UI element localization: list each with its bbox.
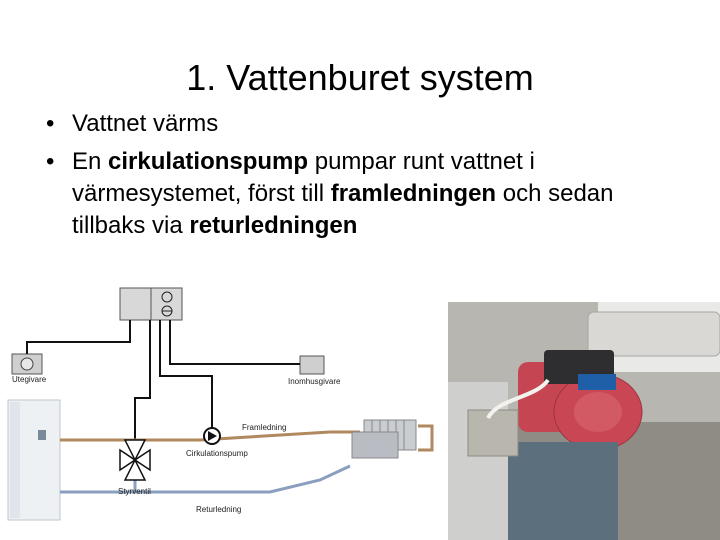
label-styrventil: Styrventil: [118, 487, 151, 496]
heating-system-diagram: Utegivare Inomhusgivare Framledning Retu…: [7, 287, 434, 521]
bullet-part: pumpar runt vattnet i värmesystemet, för…: [72, 148, 535, 207]
label-returledning: Returledning: [196, 505, 241, 514]
bullet-text: Vattnet värms: [72, 110, 219, 137]
controller-unit: [119, 287, 183, 321]
bullet-part-bold: framledningen: [330, 180, 497, 207]
label-utegivare: Utegivare: [12, 375, 47, 384]
return-pipe: [60, 452, 351, 494]
pump-body: [518, 350, 643, 451]
pipe: [587, 311, 720, 357]
bullet-dot: •: [46, 110, 55, 137]
radiator: [351, 419, 417, 459]
cable: [486, 378, 550, 420]
label-framledning: Framledning: [242, 423, 286, 432]
bullet-list: • Vattnet värms • En cirkulationspump pu…: [46, 108, 686, 248]
slide-title: 1. Vattenburet system: [186, 57, 534, 98]
control-valve: Styrventil: [118, 439, 151, 496]
label-cirkulationspump: Cirkulationspump: [186, 449, 248, 458]
circulation-pump: Cirkulationspump: [186, 427, 248, 458]
indoor-sensor: Inomhusgivare: [288, 355, 341, 386]
label-inomhusgivare: Inomhusgivare: [288, 377, 341, 386]
bullet-part-bold: cirkulationspump: [108, 148, 309, 175]
bullet-dot: •: [46, 148, 55, 175]
bullet-part: En: [72, 148, 109, 175]
boiler-unit: [7, 399, 61, 521]
bullet-part: och sedan tillbaks via: [72, 180, 614, 239]
bullet-text-rich: En cirkulationspump pumpar runt vattnet …: [72, 148, 614, 239]
bullet-part-bold: returledningen: [189, 212, 358, 239]
valve-block: [508, 442, 618, 540]
bullet-item-2: • En cirkulationspump pumpar runt vattne…: [46, 146, 686, 242]
circulation-pump-photo: [448, 302, 720, 540]
control-wires: [26, 320, 300, 450]
bullet-item-1: • Vattnet värms: [46, 108, 686, 140]
outdoor-sensor: Utegivare: [11, 353, 47, 384]
